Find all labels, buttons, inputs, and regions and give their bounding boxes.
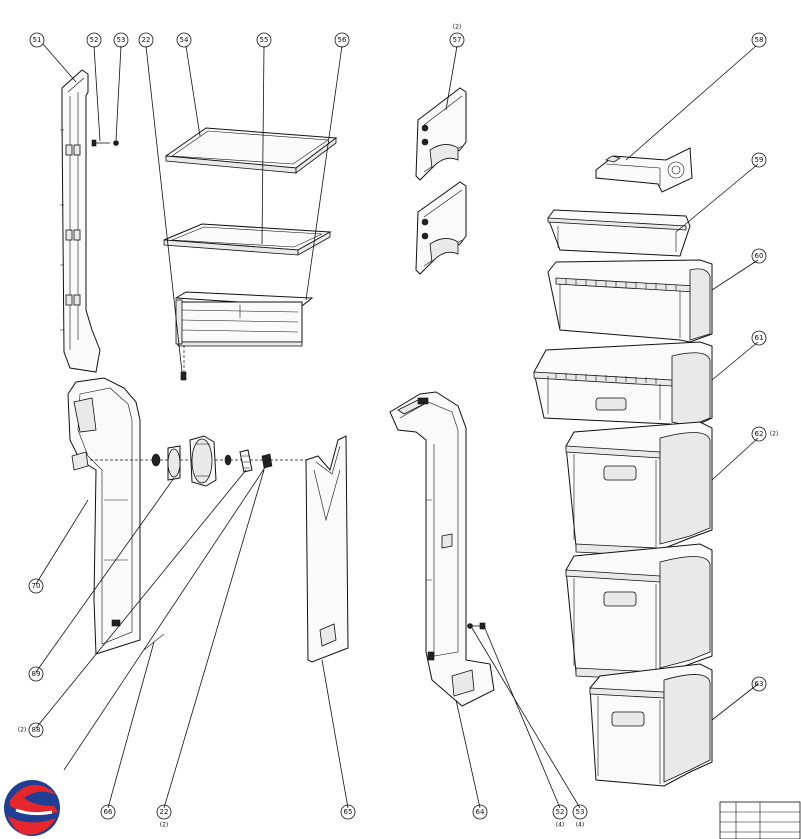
callout-51: 51 <box>29 32 45 48</box>
part-89-hinge-washer <box>151 453 161 467</box>
callout-52-upper: 52 <box>86 32 102 48</box>
callout-88-label: 88 <box>32 726 41 734</box>
callout-89-label: 89 <box>32 670 41 678</box>
callout-54-label: 54 <box>180 36 189 44</box>
callout-62-qty: (2) <box>770 431 779 438</box>
part-51-door-liner <box>60 69 101 373</box>
hinge-spring <box>239 449 253 473</box>
part-52-screw-upper <box>91 139 110 147</box>
callout-63: 63 <box>751 676 767 692</box>
callout-22-upper-label: 22 <box>142 36 151 44</box>
callout-57-qty: (2) <box>453 24 462 31</box>
callout-66: 66 <box>100 804 116 820</box>
part-58-ice-bracket <box>595 147 693 193</box>
callout-58-label: 58 <box>755 36 764 44</box>
callout-55-label: 55 <box>260 36 269 44</box>
callout-51-label: 51 <box>33 36 42 44</box>
part-22-screw-shelf <box>180 345 187 381</box>
callout-53-lower-label: 53 <box>576 808 585 816</box>
part-59-shallow-bin <box>547 209 691 257</box>
callout-57: 57 (2) <box>449 24 465 48</box>
part-54-glass-shelf <box>164 127 338 174</box>
leader-lines <box>35 43 759 809</box>
callout-58: 58 <box>751 32 767 48</box>
callout-62: 62 (2) <box>751 426 779 442</box>
callout-54: 54 <box>176 32 192 48</box>
callout-60-label: 60 <box>755 252 764 260</box>
part-88-hinge-cam <box>167 445 181 481</box>
hinge-clip <box>261 453 273 469</box>
part-62-tall-bin <box>565 421 713 681</box>
part-56-shelf-frame <box>174 291 314 347</box>
title-block <box>719 801 801 839</box>
callout-65: 65 <box>340 804 356 820</box>
callout-64-label: 64 <box>476 808 485 816</box>
part-64-door-frame <box>389 391 495 707</box>
callout-56: 56 <box>334 32 350 48</box>
callout-88-qty: (2) <box>18 727 27 734</box>
callout-61: 61 <box>751 330 767 346</box>
callout-63-label: 63 <box>755 680 764 688</box>
part-53-washer-upper <box>113 140 119 146</box>
hinge-small-washer <box>224 454 232 466</box>
callout-52-upper-label: 52 <box>90 36 99 44</box>
callout-22-lower: 22 (2) <box>156 804 172 829</box>
part-53-washer-lower <box>467 623 473 629</box>
part-55-glass-shelf <box>163 223 332 256</box>
callout-59-label: 59 <box>755 156 764 164</box>
callout-65-label: 65 <box>344 808 353 816</box>
callout-53-lower-qty: (4) <box>576 822 585 829</box>
callout-57-label: 57 <box>453 36 462 44</box>
part-60-door-bin <box>547 259 713 343</box>
callout-59: 59 <box>751 152 767 168</box>
part-70-door-frame <box>67 377 141 655</box>
callout-53-lower: 53 (4) <box>572 804 588 829</box>
callout-55: 55 <box>256 32 272 48</box>
hinge-gear <box>189 435 217 487</box>
callout-62-label: 62 <box>755 430 764 438</box>
brand-logo <box>4 780 60 836</box>
callout-61-label: 61 <box>755 334 764 342</box>
callout-64: 64 <box>472 804 488 820</box>
callout-52-lower: 52 (4) <box>552 804 568 829</box>
callout-22-upper: 22 <box>138 32 154 48</box>
part-65-handle-cap <box>305 435 349 663</box>
callout-22-lower-label: 22 <box>160 808 169 816</box>
callout-89: 89 <box>28 666 44 682</box>
callout-52-lower-label: 52 <box>556 808 565 816</box>
callout-53-upper: 53 <box>113 32 129 48</box>
callout-88: 88 (2) <box>18 722 44 738</box>
part-63-bottom-bin <box>589 663 713 787</box>
callout-70: 70 <box>28 578 44 594</box>
part-61-door-bin <box>533 341 713 429</box>
callout-60: 60 <box>751 248 767 264</box>
callout-66-label: 66 <box>104 808 113 816</box>
callout-22-lower-qty: (2) <box>160 822 169 829</box>
callout-53-upper-label: 53 <box>117 36 126 44</box>
part-57-hinge-bracket <box>415 87 467 275</box>
callout-70-label: 70 <box>32 582 41 590</box>
callout-52-lower-qty: (4) <box>556 822 565 829</box>
callout-56-label: 56 <box>338 36 347 44</box>
